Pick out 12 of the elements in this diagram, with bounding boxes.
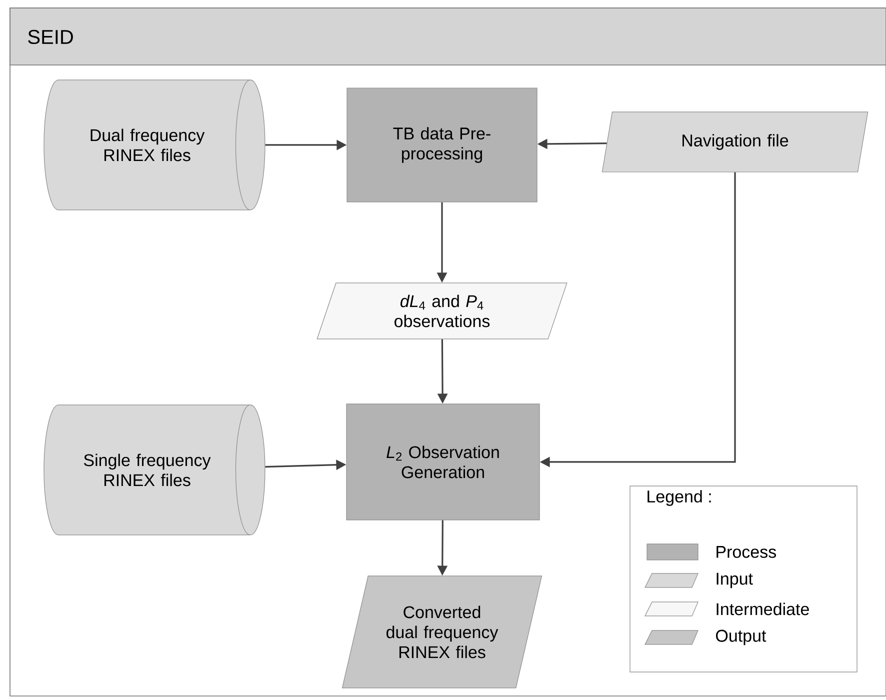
legend-title: Legend : xyxy=(648,490,711,506)
legend-text: Intermediate xyxy=(716,602,809,616)
data-parallelogram: Converted dual frequency RINEX files xyxy=(342,576,542,688)
legend-text: Process xyxy=(716,546,776,558)
data-parallelogram: dL$_{4}$ and P$_{4}$ observations xyxy=(316,282,568,340)
storage-cylinder: Dual frequency RINEX files xyxy=(44,80,266,210)
legend-text: Output xyxy=(716,630,766,646)
storage-cylinder: Single frequency RINEX files xyxy=(44,404,266,536)
data-parallelogram: Navigation file xyxy=(602,112,868,172)
process-box: TB data Pre-processing xyxy=(346,88,538,202)
process-box: L$_{2}$ Observation Generation xyxy=(346,404,540,520)
legend-text: Input xyxy=(716,572,753,588)
